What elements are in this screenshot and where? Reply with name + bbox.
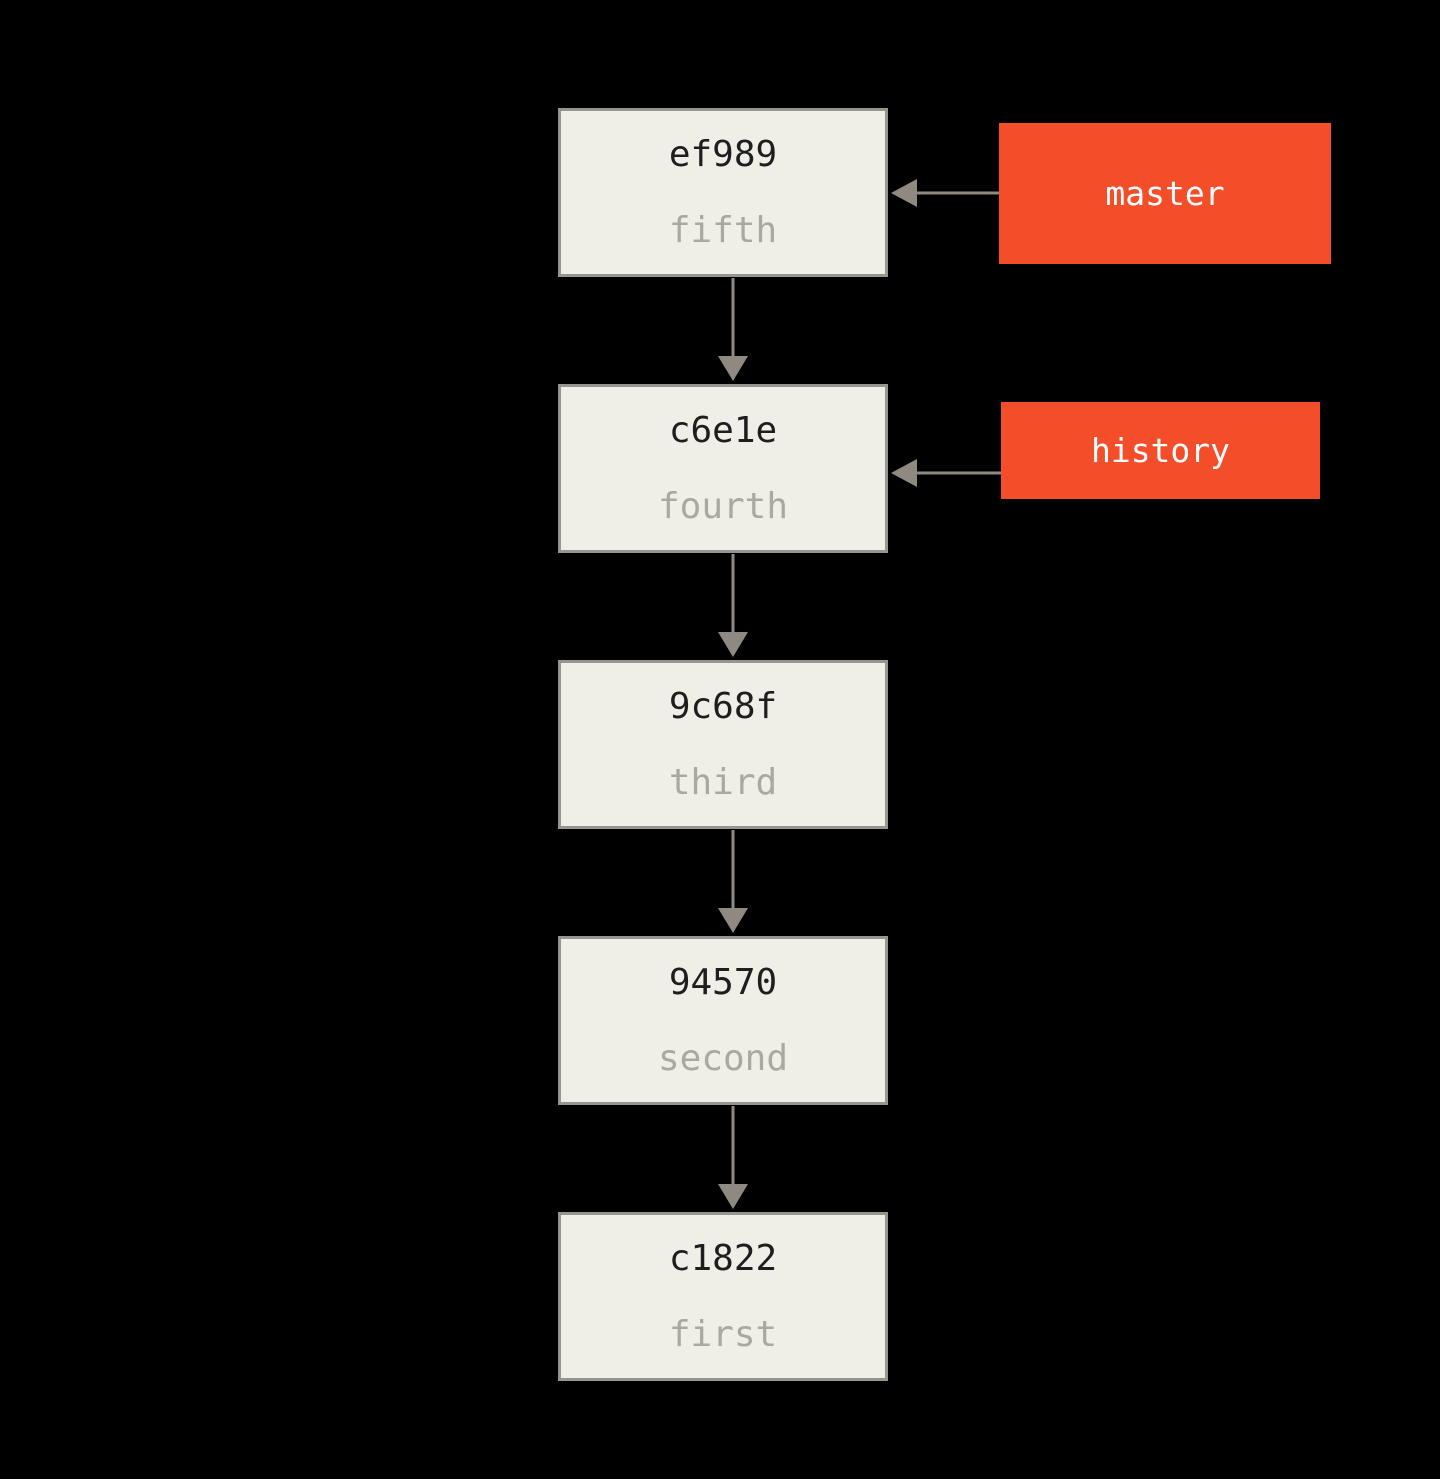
commit-node: c1822 first xyxy=(558,1212,888,1381)
commit-node: 9c68f third xyxy=(558,660,888,829)
commit-hash: ef989 xyxy=(668,134,778,175)
commit-message: fourth xyxy=(657,486,789,527)
branch-label-history: history xyxy=(1001,402,1320,499)
branch-label-master: master xyxy=(999,123,1331,264)
commit-message: third xyxy=(668,762,778,803)
arrow-ef989-c6e1e xyxy=(718,278,748,381)
commit-message: fifth xyxy=(668,210,778,251)
commit-hash: 9c68f xyxy=(668,686,778,727)
branch-name: history xyxy=(1090,431,1231,470)
commit-node: ef989 fifth xyxy=(558,108,888,277)
arrow-94570-c1822 xyxy=(718,1106,748,1209)
commit-hash: 94570 xyxy=(668,962,778,1003)
arrow-9c68f-94570 xyxy=(718,830,748,933)
commit-message: first xyxy=(668,1314,778,1355)
arrow-history-pointer xyxy=(891,459,1001,487)
arrow-c6e1e-9c68f xyxy=(718,554,748,657)
commit-node: c6e1e fourth xyxy=(558,384,888,553)
commit-hash: c6e1e xyxy=(668,410,778,451)
commit-node: 94570 second xyxy=(558,936,888,1105)
commit-hash: c1822 xyxy=(668,1238,778,1279)
branch-name: master xyxy=(1105,174,1225,213)
arrow-master-pointer xyxy=(891,179,999,207)
commit-message: second xyxy=(657,1038,789,1079)
